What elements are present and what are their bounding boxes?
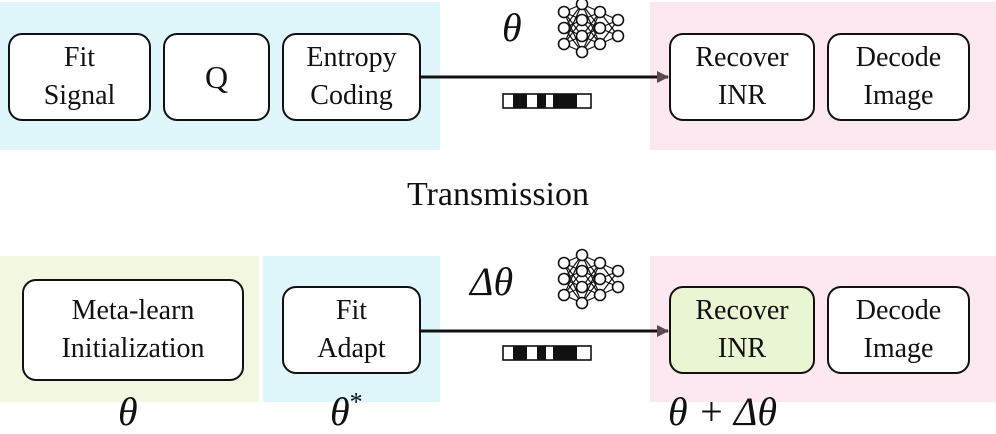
- neural-network-icon: [557, 0, 625, 59]
- meta-learn-initialization-box: Meta-learn Initialization: [22, 279, 244, 381]
- box-label-line2: Coding: [310, 80, 393, 111]
- box-label-line1: Decode: [855, 42, 942, 73]
- quantization-box: Q: [163, 33, 270, 121]
- decode-image-box: Decode Image: [827, 286, 970, 374]
- bitstream-icon: [502, 93, 592, 109]
- top-arrow-symbol: θ: [502, 5, 522, 50]
- box-label-line1: Recover: [695, 295, 789, 326]
- box-label-line2: INR: [717, 333, 767, 364]
- caption-adapted-params-base: θ: [330, 389, 350, 434]
- neural-network-icon: [557, 248, 625, 310]
- box-label-line1: Fit: [63, 42, 96, 73]
- box-label-line2: INR: [717, 80, 767, 111]
- recover-inr-box: Recover INR: [669, 33, 815, 121]
- caption-initial-params: θ: [118, 389, 138, 434]
- caption-adapted-params-sup: *: [349, 387, 363, 417]
- bitstream-icon: [502, 345, 592, 361]
- fit-adapt-box: Fit Adapt: [282, 286, 421, 374]
- box-label-line1: Q: [204, 59, 229, 95]
- box-label-line2: Adapt: [317, 333, 386, 364]
- box-label-line1: Entropy: [306, 42, 397, 73]
- caption-adapted-params: θ*: [330, 389, 363, 434]
- box-label-line2: Image: [863, 80, 934, 111]
- box-label-line2: Signal: [43, 80, 116, 111]
- bottom-arrow-symbol: Δθ: [470, 259, 514, 304]
- box-label-line1: Decode: [855, 295, 942, 326]
- recover-inr-box-highlighted: Recover INR: [669, 286, 815, 374]
- box-label-line2: Initialization: [61, 333, 205, 364]
- box-label-line1: Meta-learn: [71, 295, 195, 326]
- box-label-line1: Recover: [695, 42, 789, 73]
- decode-image-box: Decode Image: [827, 33, 970, 121]
- box-label-line1: Fit: [335, 295, 368, 326]
- caption-recovered-params: θ + Δθ: [668, 389, 778, 434]
- fit-signal-box: Fit Signal: [8, 33, 151, 121]
- box-label-line2: Image: [863, 333, 934, 364]
- entropy-coding-box: Entropy Coding: [282, 33, 421, 121]
- transmission-label: Transmission: [406, 176, 590, 213]
